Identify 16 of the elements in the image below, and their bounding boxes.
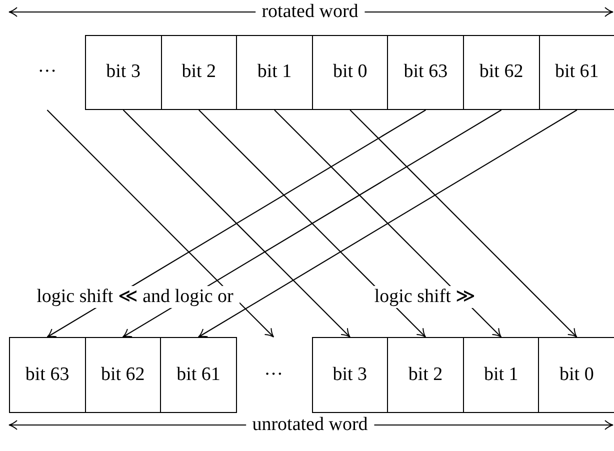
bit-cell: bit 61 bbox=[160, 337, 237, 412]
bit-cell: bit 3 bbox=[312, 337, 388, 412]
bit-cell: bit 62 bbox=[84, 337, 162, 412]
bit-cell: bit 61 bbox=[538, 34, 614, 110]
bit-cell: bit 63 bbox=[9, 337, 86, 412]
bit-cell: bit 1 bbox=[236, 34, 313, 110]
bit-cell: bit 1 bbox=[462, 337, 540, 412]
bit-cell: bit 0 bbox=[312, 34, 388, 110]
bit-cell: bit 62 bbox=[463, 34, 540, 110]
bit-cell: bit 3 bbox=[85, 34, 162, 110]
bit-cell: bit 2 bbox=[387, 337, 464, 412]
bit-cell: bit 2 bbox=[160, 34, 238, 110]
bit-cell: bit 0 bbox=[538, 337, 614, 412]
ellipsis-text: ··· bbox=[236, 337, 312, 412]
ellipsis-text: ··· bbox=[9, 34, 85, 110]
bit-cell: bit 63 bbox=[387, 34, 464, 110]
